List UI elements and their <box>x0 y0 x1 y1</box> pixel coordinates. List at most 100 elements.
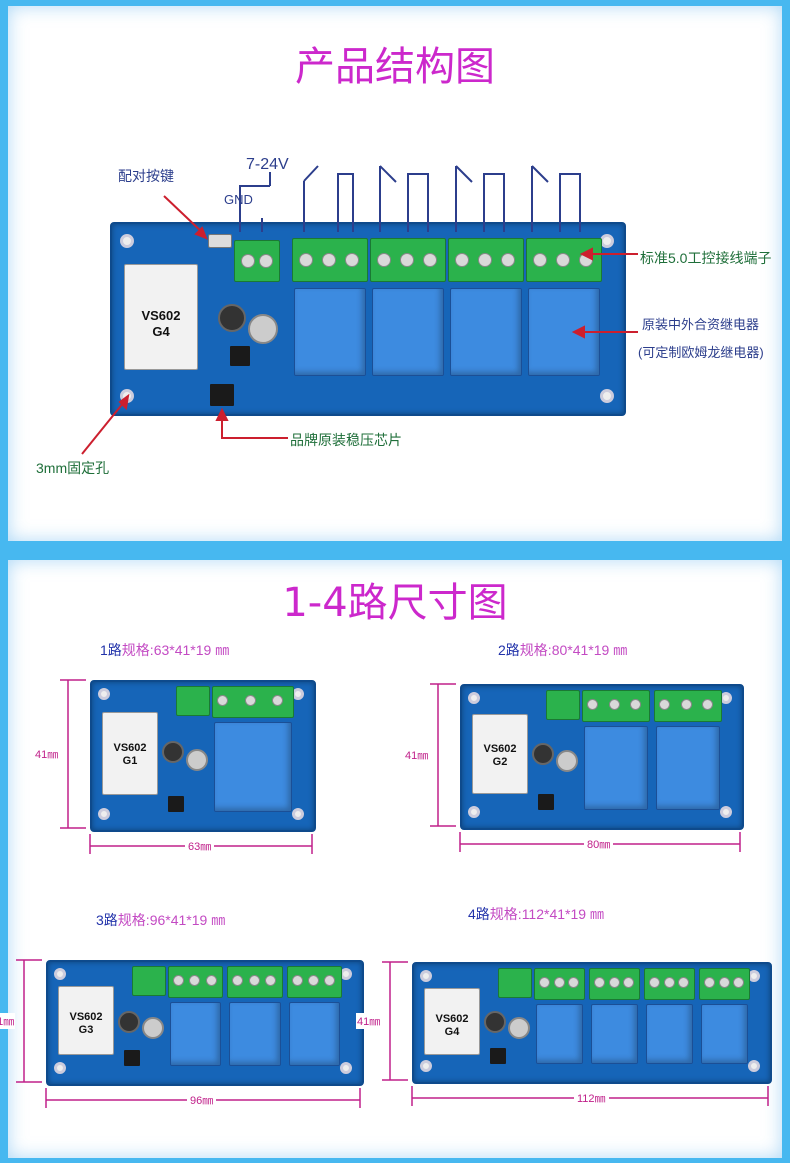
relay <box>646 1004 693 1064</box>
screw <box>322 253 336 267</box>
screw <box>259 254 273 268</box>
screw <box>241 254 255 268</box>
relay-terminal <box>448 238 524 282</box>
screw <box>702 699 714 710</box>
mount-hole <box>468 806 480 818</box>
width-label: 96㎜ <box>187 1092 217 1108</box>
regulator-chip <box>168 796 184 812</box>
spec-label: 规格: <box>121 642 154 658</box>
pair-button[interactable] <box>208 234 232 248</box>
screw <box>308 975 320 986</box>
spec-label: 规格: <box>117 912 150 928</box>
width-label: 80㎜ <box>584 836 614 852</box>
relay-terminal <box>699 968 750 1000</box>
relay-terminal <box>168 966 224 998</box>
spec-value: 112*41*19 ㎜ <box>521 906 604 922</box>
screw <box>324 975 336 986</box>
relay-terminal <box>227 966 283 998</box>
product-structure-panel: 产品结构图 VS602 G4 <box>8 6 782 541</box>
screw <box>663 977 675 988</box>
capacitor <box>218 304 246 332</box>
mount-hole <box>420 1060 432 1072</box>
voltage-label: 7-24V <box>246 156 289 173</box>
mount-hole <box>54 1062 66 1074</box>
mount-hole <box>468 692 480 704</box>
power-terminal <box>498 968 532 998</box>
regulator-chip <box>210 384 234 406</box>
relay-terminal <box>292 238 368 282</box>
width-label: 63㎜ <box>185 838 215 854</box>
relay-terminal <box>212 686 294 718</box>
screw <box>189 975 201 986</box>
relay-label-2: (可定制欧姆龙继电器) <box>638 345 764 360</box>
screw <box>587 699 598 710</box>
relay <box>372 288 444 376</box>
spec-channels: 3路 <box>96 912 118 928</box>
screw <box>299 253 313 267</box>
relay <box>214 722 292 812</box>
screw <box>232 975 244 986</box>
screw <box>680 699 692 710</box>
relay <box>701 1004 748 1064</box>
relay <box>656 726 720 810</box>
capacitor <box>508 1017 530 1039</box>
screw <box>659 699 670 710</box>
wifi-module: VS602 G4 <box>124 264 198 370</box>
annotation-lines <box>81 165 638 455</box>
screw <box>423 253 437 267</box>
spec-text: 1路规格:63*41*19 ㎜ <box>100 640 229 660</box>
screw <box>291 975 303 986</box>
screw <box>718 977 730 988</box>
module-model: VS602 <box>69 1011 103 1023</box>
relay <box>536 1004 583 1064</box>
power-terminal <box>132 966 166 996</box>
dimension-lines <box>16 959 361 1108</box>
relay-terminal <box>589 968 640 1000</box>
relay <box>591 1004 638 1064</box>
module-version: G3 <box>78 1024 94 1036</box>
mount-hole <box>292 808 304 820</box>
relay-terminal <box>644 968 695 1000</box>
relay-terminal <box>370 238 446 282</box>
mount-hole <box>98 688 110 700</box>
screw <box>623 977 635 988</box>
relay-terminal <box>534 968 585 1000</box>
mount-hole <box>420 970 432 982</box>
screw <box>533 253 547 267</box>
screw <box>173 975 184 986</box>
module-model: VS602 <box>483 743 517 755</box>
capacitor <box>142 1017 164 1039</box>
screw <box>400 253 414 267</box>
relay <box>584 726 648 810</box>
spec-text: 4路规格:112*41*19 ㎜ <box>468 904 604 924</box>
gnd-label: GND <box>224 192 253 207</box>
screw <box>553 977 565 988</box>
relay <box>229 1002 281 1066</box>
spec-channels: 1路 <box>100 642 122 658</box>
regulator-chip <box>538 794 554 810</box>
relay <box>450 288 522 376</box>
screw <box>265 975 277 986</box>
spec-label: 规格: <box>519 642 552 658</box>
height-label: 41㎜ <box>404 747 430 763</box>
regulator-label: 品牌原装稳压芯片 <box>290 432 402 448</box>
spec-value: 96*41*19 ㎜ <box>149 912 226 928</box>
structure-title: 产品结构图 <box>295 44 495 90</box>
capacitor <box>118 1011 140 1033</box>
terminal-label: 标准5.0工控接线端子 <box>640 250 772 266</box>
capacitor <box>248 314 278 344</box>
screw <box>244 695 256 706</box>
screw <box>556 253 570 267</box>
spec-channels: 4路 <box>468 906 490 922</box>
mount-hole <box>120 234 134 248</box>
height-label: 41㎜ <box>34 746 60 762</box>
screw <box>568 977 580 988</box>
main-board: VS602 G4 <box>110 222 626 416</box>
screw <box>377 253 391 267</box>
